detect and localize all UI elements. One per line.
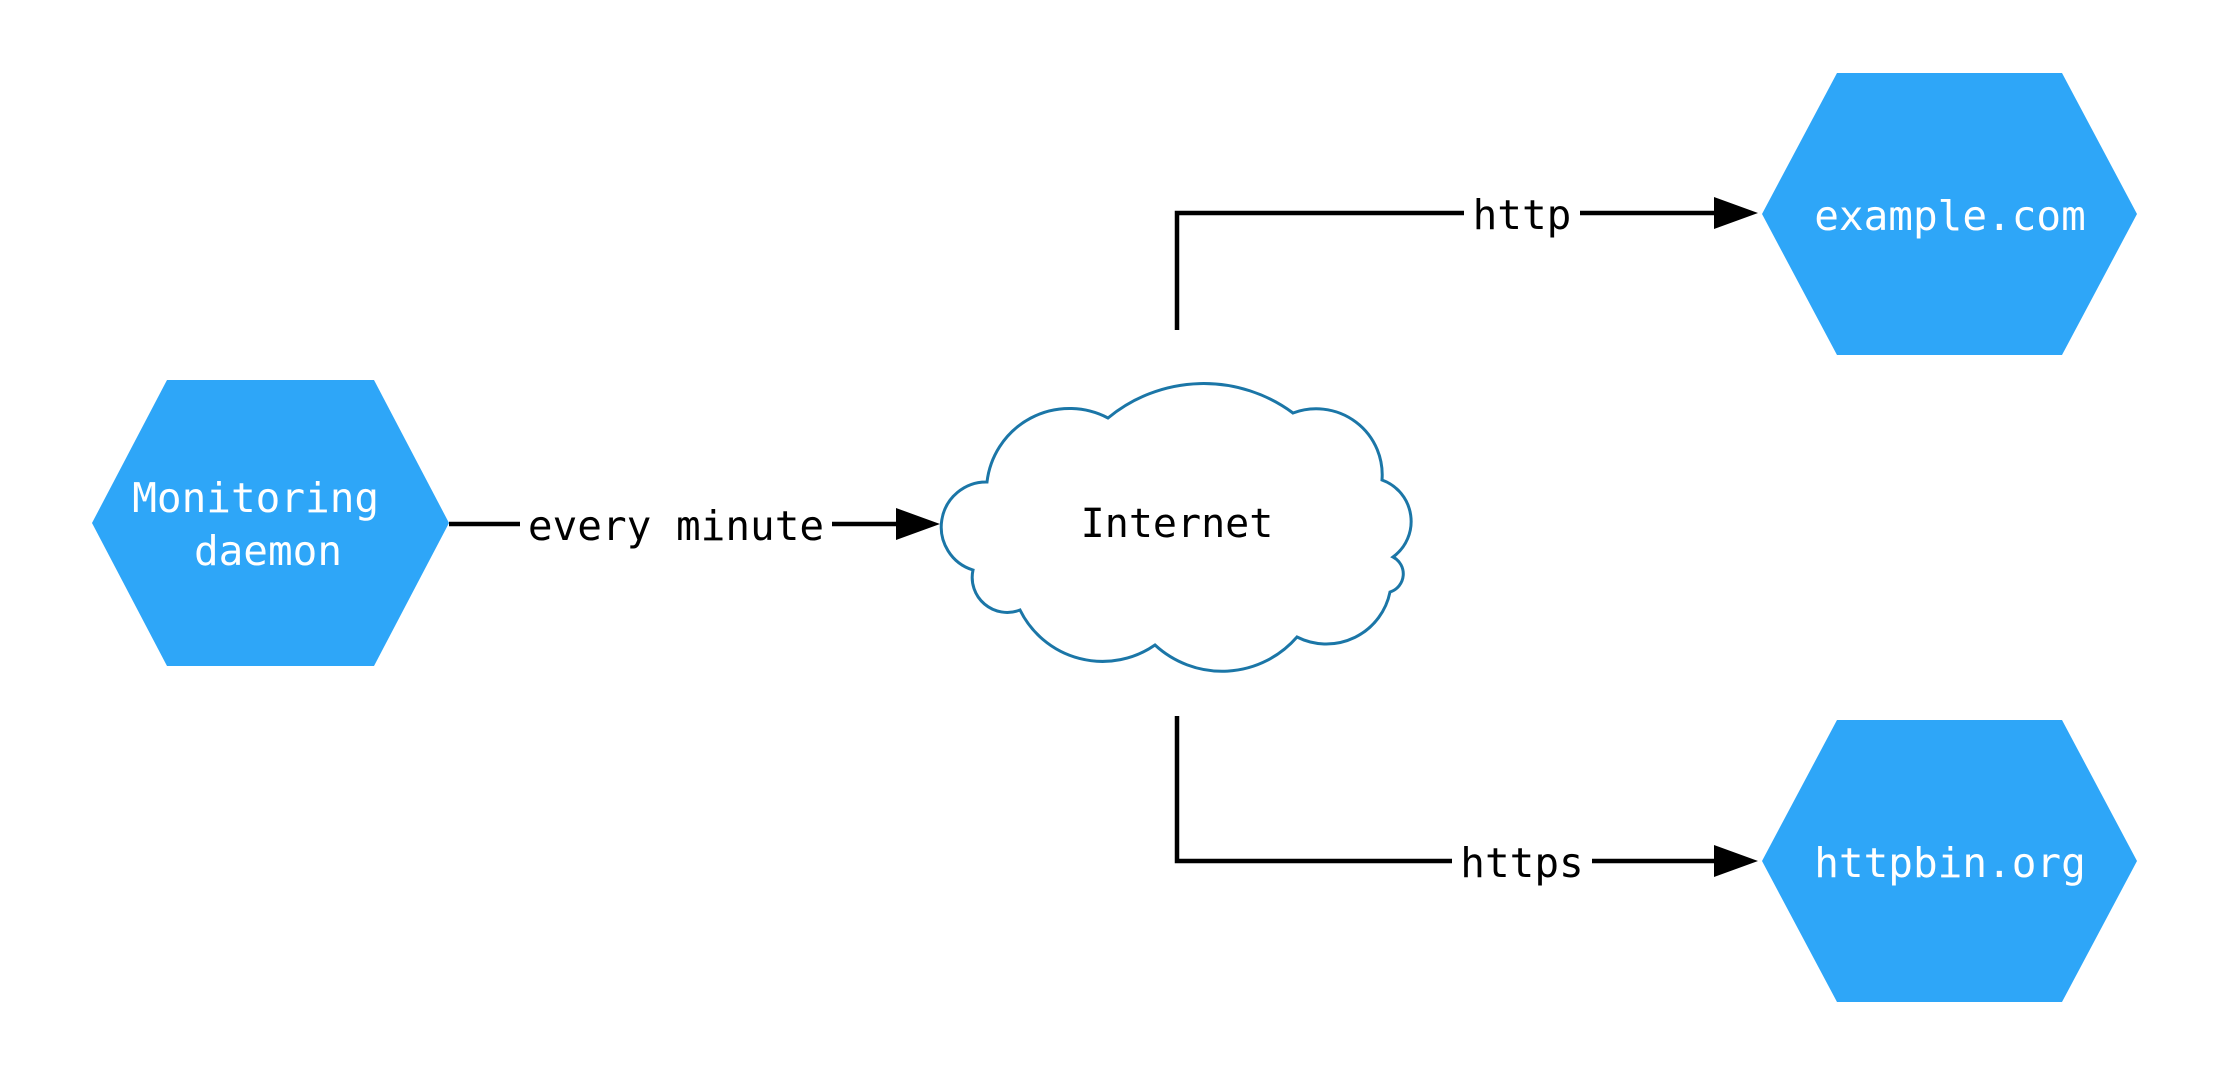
arrowhead-into-internet <box>896 508 940 540</box>
monitoring-daemon-label: Monitoring daemon <box>132 460 404 575</box>
edge-line-https <box>1174 716 1714 864</box>
monitoring-daemon-label-line1: Monitoring <box>132 474 379 522</box>
arrowhead-into-httpbin <box>1714 845 1758 877</box>
node-httpbin-org: httpbin.org <box>1762 720 2137 1002</box>
node-monitoring-daemon: Monitoring daemon <box>92 380 449 666</box>
cloud-shape <box>939 382 1413 673</box>
edge-label-every-minute: every minute <box>528 502 824 550</box>
edge-label-background <box>520 500 832 548</box>
httpbin-org-label: httpbin.org <box>1814 839 2086 887</box>
edge-internet-to-httpbin: https <box>1174 716 1758 887</box>
example-com-label-text: example.com <box>1814 192 2086 240</box>
node-example-com: example.com <box>1762 73 2137 355</box>
edge-line-http <box>1174 210 1714 330</box>
arrowhead-into-example <box>1714 197 1758 229</box>
edge-label-background <box>1464 189 1580 237</box>
hexagon-shape-httpbin <box>1762 720 2137 1002</box>
hexagon-shape-example <box>1762 73 2137 355</box>
hexagon-shape-monitoring <box>92 380 449 666</box>
example-com-label: example.com <box>1814 192 2086 240</box>
monitoring-daemon-label-line2: daemon <box>194 527 342 575</box>
internet-label: Internet <box>1081 501 1274 547</box>
edge-label-http: http <box>1473 191 1572 239</box>
edge-monitoring-to-internet: every minute <box>449 500 940 550</box>
edge-internet-to-example: http <box>1174 189 1758 330</box>
edge-label-https: https <box>1460 839 1583 887</box>
node-internet: Internet <box>939 382 1413 673</box>
httpbin-org-label-text: httpbin.org <box>1814 839 2086 887</box>
edge-label-background <box>1452 837 1592 885</box>
